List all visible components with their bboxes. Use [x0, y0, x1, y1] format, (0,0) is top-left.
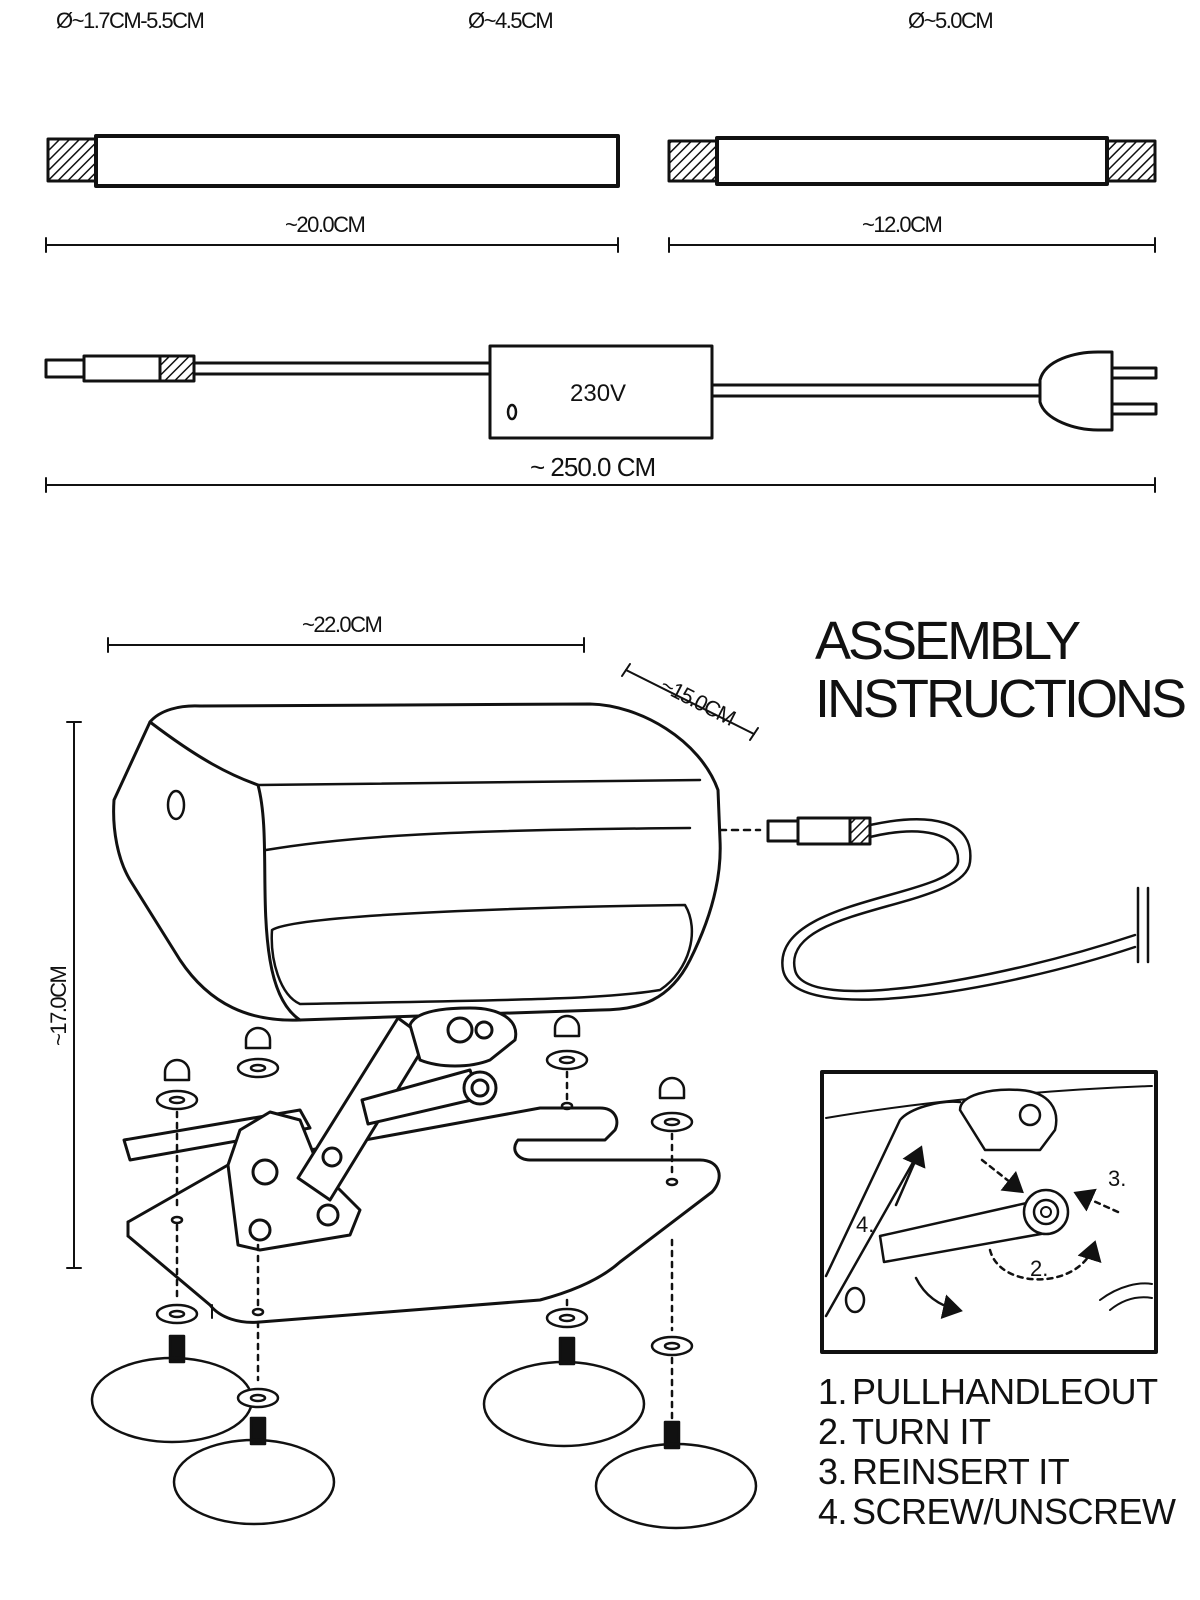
step-text: PULLHANDLEOUT	[852, 1371, 1158, 1412]
long-rod-dimension-line	[45, 237, 619, 253]
washer-icon	[236, 1057, 280, 1079]
washer-icon	[650, 1335, 694, 1357]
assembly-step: 3.REINSERT IT	[818, 1452, 1176, 1492]
step-number: 1.	[818, 1371, 848, 1412]
cable-dimension-line	[45, 477, 1156, 493]
cable-length-label: ~ 250.0 CM	[530, 452, 656, 482]
step-text: SCREW/UNSCREW	[852, 1491, 1176, 1532]
machine-width-label: ~22.0CM	[302, 612, 383, 637]
long-rod-length-label: ~20.0CM	[285, 212, 366, 237]
step-number: 4.	[818, 1491, 848, 1532]
suction-cup-icon	[594, 1442, 758, 1530]
suction-cup-icon	[172, 1438, 336, 1526]
diameter-long-rod-label: Ø~4.5CM	[468, 8, 554, 33]
assembly-step: 1.PULLHANDLEOUT	[818, 1372, 1176, 1412]
washer-icon	[155, 1089, 199, 1111]
assembly-title-line-2: INSTRUCTIONS	[815, 669, 1187, 729]
threaded-rod-icon	[1104, 139, 1157, 183]
power-plug-icon	[1038, 350, 1114, 432]
suction-cup-icon	[90, 1356, 254, 1444]
short-rod	[667, 136, 1157, 186]
width-dimension-line	[107, 637, 585, 653]
motor-housing	[112, 702, 722, 1022]
assembly-steps-list: 1.PULLHANDLEOUT 2.TURN IT 3.REINSERT IT …	[818, 1372, 1176, 1532]
step-number: 2.	[818, 1411, 848, 1452]
height-dimension-line	[66, 721, 82, 1269]
bolt-icon	[172, 1026, 336, 1526]
machine-power-cable	[718, 816, 1150, 1001]
callout-step-2: 2.	[1030, 1256, 1049, 1281]
fasteners	[90, 1014, 758, 1530]
washer-icon	[650, 1111, 694, 1133]
step-number: 3.	[818, 1451, 848, 1492]
assembly-title-line-1: ASSEMBLY	[815, 611, 1081, 671]
washer-icon	[155, 1303, 199, 1325]
washer-icon	[545, 1049, 589, 1071]
power-cable	[44, 344, 1158, 440]
callout-step-3: 3.	[1108, 1166, 1127, 1191]
diameter-short-rod-label: Ø~5.0CM	[908, 8, 994, 33]
short-rod-dimension-line	[668, 237, 1156, 253]
dc-jack-icon	[44, 358, 86, 379]
diameter-range-label: Ø~1.7CM-5.5CM	[56, 8, 205, 33]
washer-icon	[236, 1387, 280, 1409]
callout-step-4: 4.	[856, 1212, 875, 1237]
washer-icon	[545, 1307, 589, 1329]
suction-cup-icon	[482, 1360, 646, 1448]
machine-height-label: ~17.0CM	[46, 966, 71, 1046]
bolt-icon	[90, 1058, 254, 1444]
step-text: TURN IT	[852, 1411, 991, 1452]
crank-linkage	[122, 1006, 518, 1252]
long-rod	[46, 134, 620, 188]
assembly-title: ASSEMBLY INSTRUCTIONS	[815, 611, 1187, 729]
short-rod-length-label: ~12.0CM	[862, 212, 943, 237]
power-adapter	[488, 344, 714, 440]
bolt-icon	[482, 1014, 646, 1448]
step-text: REINSERT IT	[852, 1451, 1070, 1492]
threaded-rod-icon	[46, 137, 100, 183]
adapter-voltage-label: 230V	[570, 380, 627, 407]
threaded-rod-icon	[667, 139, 721, 183]
handle-detail-inset	[820, 1070, 1158, 1354]
assembly-step: 4.SCREW/UNSCREW	[818, 1492, 1176, 1532]
bolt-icon	[594, 1076, 758, 1530]
assembly-step: 2.TURN IT	[818, 1412, 1176, 1452]
depth-dimension-line	[621, 663, 759, 741]
dc-jack-icon	[766, 819, 800, 843]
